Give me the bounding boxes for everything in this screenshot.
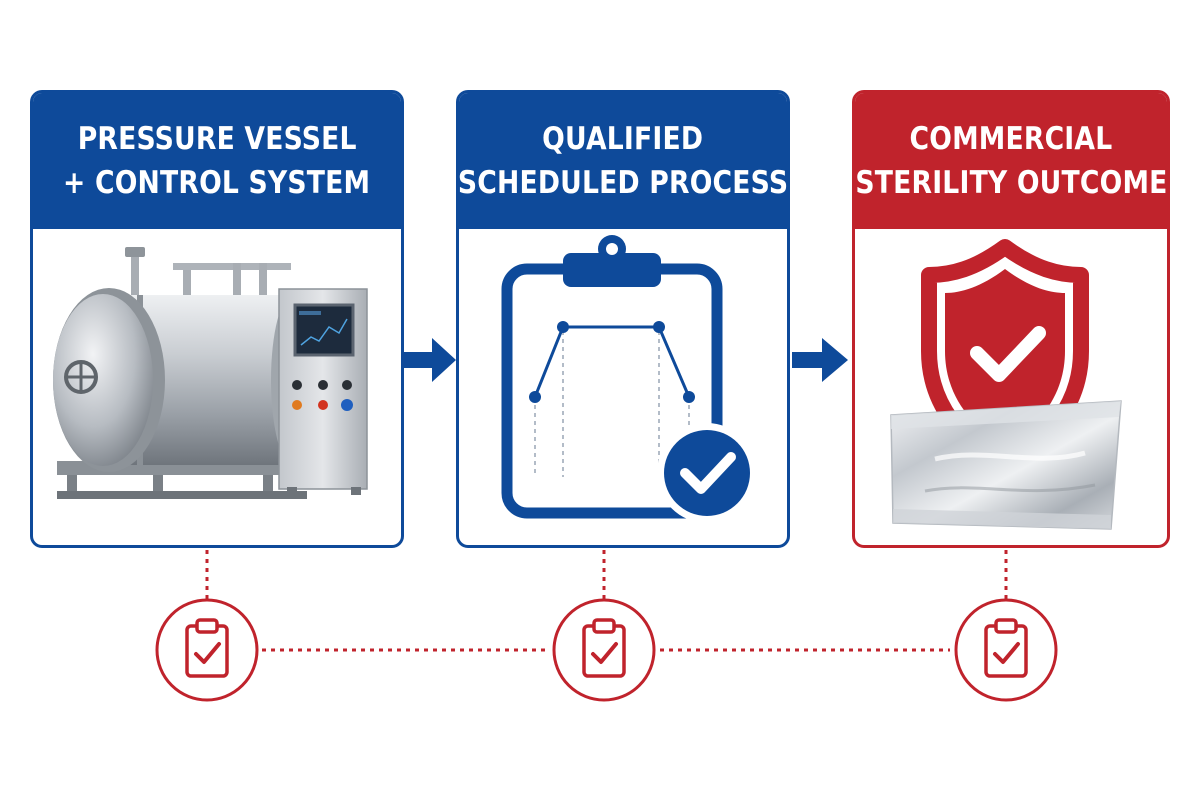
step-title-line-2: SCHEDULED PROCESS (457, 165, 789, 201)
arrow-right-icon (792, 338, 848, 382)
step-title-line-2: + CONTROL SYSTEM (63, 165, 371, 201)
step-card-body (855, 229, 1167, 545)
shield-check-icon (890, 239, 1122, 530)
step-card-sterility-outcome: COMMERCIAL STERILITY OUTCOME (852, 90, 1170, 548)
step-card-body (459, 229, 787, 545)
retort-vessel-icon (53, 247, 368, 499)
step-title-line-1: PRESSURE VESSEL (77, 121, 357, 157)
step-card-pressure-vessel: PRESSURE VESSEL + CONTROL SYSTEM (30, 90, 404, 548)
step-card-header: PRESSURE VESSEL + CONTROL SYSTEM (33, 93, 401, 229)
step-title-line-2: STERILITY OUTCOME (854, 165, 1168, 201)
step-card-header: COMMERCIAL STERILITY OUTCOME (855, 93, 1167, 229)
step-title-line-1: COMMERCIAL (909, 121, 1113, 157)
step-title-line-1: QUALIFIED (542, 121, 704, 157)
clipboard-check-icon (954, 598, 1058, 702)
clipboard-check-icon (552, 598, 656, 702)
arrow-right-icon (404, 338, 456, 382)
clipboard-check-icon (155, 598, 259, 702)
clipboard-process-icon (501, 235, 757, 523)
step-card-body (33, 229, 401, 545)
step-card-header: QUALIFIED SCHEDULED PROCESS (459, 93, 787, 229)
step-card-scheduled-process: QUALIFIED SCHEDULED PROCESS (456, 90, 790, 548)
